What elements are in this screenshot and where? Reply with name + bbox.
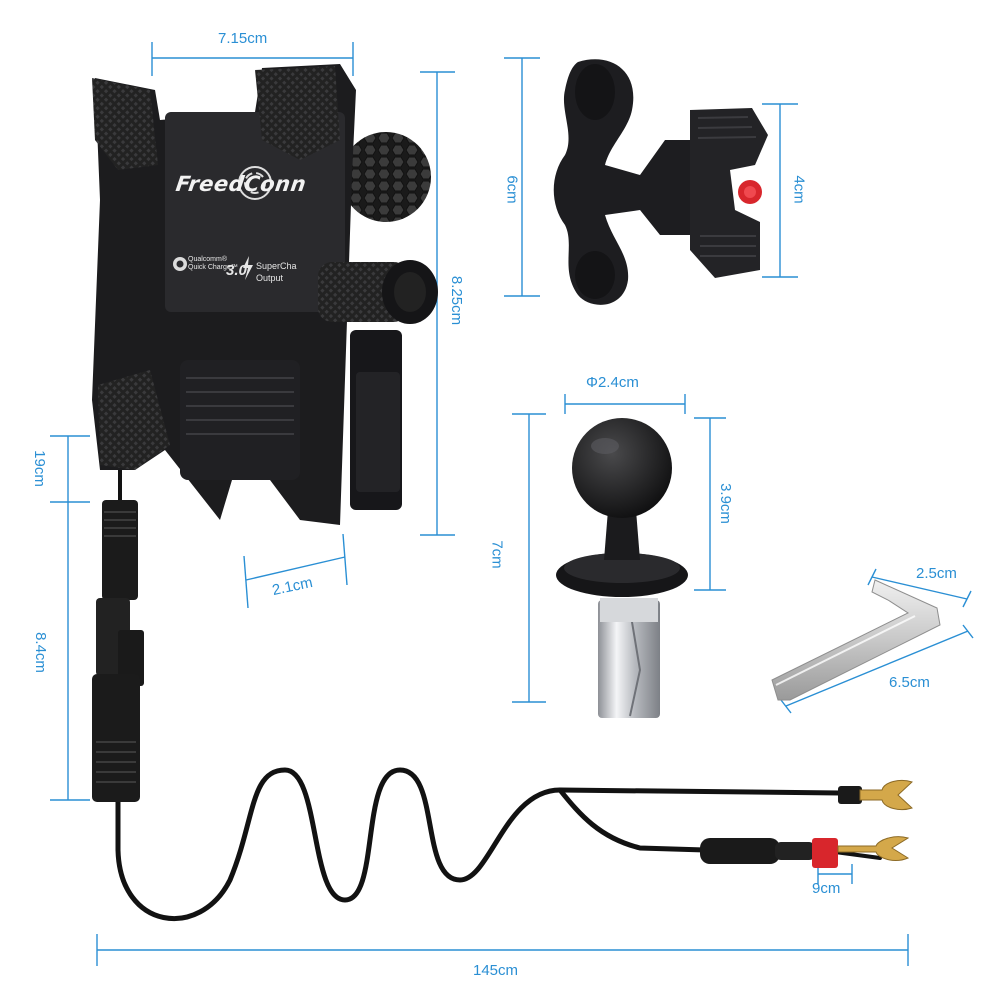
arm-length-label: 6cm (503, 175, 521, 204)
ball-total-label: 7cm (488, 540, 506, 569)
cable-upper-label: 19cm (30, 450, 48, 487)
hex-wrench (771, 579, 941, 701)
qualcomm-line-2: Quick Charge™ (188, 264, 238, 271)
brand-logo-text: FreedConn (174, 172, 308, 196)
cable-total-label: 145cm (473, 962, 519, 979)
dimension-lines (50, 42, 974, 966)
sae-connector (92, 500, 144, 802)
wrench-short-label: 2.5cm (916, 565, 957, 582)
arm-knob-label: 4cm (790, 175, 808, 204)
qualcomm-label: Qualcomm® Quick Charge™ (188, 256, 238, 272)
qc-version-label: 3.0 (226, 262, 247, 279)
wrench-long-label: 6.5cm (889, 674, 930, 691)
ball-diameter-label: Φ2.4cm (586, 374, 639, 391)
ring-terminal-red (837, 836, 910, 861)
holder-height-label: 8.25cm (448, 275, 466, 326)
fuse-length-label: 9cm (812, 880, 841, 897)
ball-height-label: 3.9cm (716, 483, 734, 524)
ring-terminal-black (838, 779, 913, 811)
supercharge-label: SuperCha Output (256, 260, 297, 284)
double-socket-arm (553, 59, 768, 305)
power-cable (115, 468, 882, 922)
inline-fuse-holder (700, 838, 838, 868)
cable-lower-label: 8.4cm (31, 632, 49, 673)
ball-mount-stem (556, 418, 688, 718)
supercharge-line-1: SuperCha (256, 261, 297, 271)
supercharge-line-2: Output (256, 273, 284, 283)
phone-holder (92, 64, 438, 525)
holder-width-label: 7.15cm (218, 30, 268, 47)
qualcomm-line-1: Qualcomm® (188, 256, 227, 263)
